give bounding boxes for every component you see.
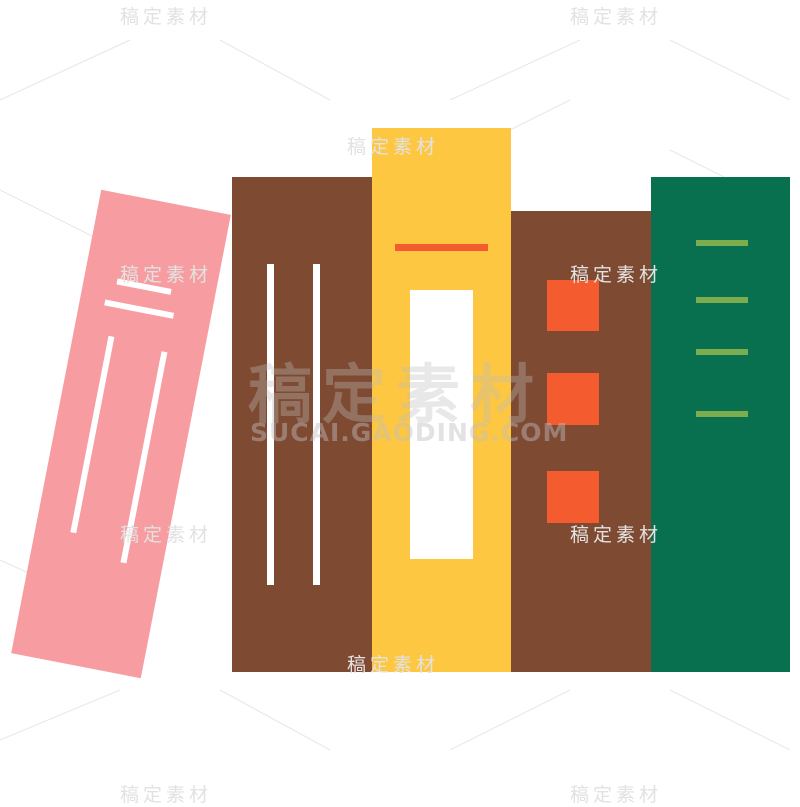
yellow-book bbox=[372, 128, 511, 672]
watermark-text: 稿定素材 bbox=[120, 264, 213, 286]
watermark-text: 稿定素材 bbox=[570, 6, 663, 28]
watermark-text: 稿定素材 bbox=[120, 784, 213, 806]
brown-book-stripe bbox=[313, 264, 320, 585]
green-book bbox=[651, 177, 790, 672]
watermark-text: 稿定素材 bbox=[347, 136, 440, 158]
watermark-text: 稿定素材 bbox=[120, 524, 213, 546]
watermark-text: 稿定素材 bbox=[570, 524, 663, 546]
green-book-stripe bbox=[696, 240, 748, 246]
pink-book-stripe bbox=[70, 335, 115, 534]
brown-book-orange-square bbox=[547, 280, 599, 331]
watermark-center-text: 稿定素材 bbox=[248, 359, 544, 433]
pink-book bbox=[11, 189, 231, 679]
brown-book-orange-square bbox=[547, 373, 599, 425]
pink-book-stripe bbox=[104, 299, 175, 319]
green-book-stripe bbox=[696, 297, 748, 303]
yellow-book-label bbox=[410, 290, 473, 559]
brown-book-left bbox=[232, 177, 372, 672]
watermark-text: 稿定素材 bbox=[570, 264, 663, 286]
pink-book-stripe bbox=[116, 278, 172, 295]
brown-book-stripe bbox=[267, 264, 274, 585]
yellow-book-red-bar bbox=[395, 244, 488, 251]
brown-book-orange-square bbox=[547, 471, 599, 523]
brown-book-right bbox=[511, 211, 651, 672]
watermark-text: 稿定素材 bbox=[347, 654, 440, 676]
green-book-stripe bbox=[696, 411, 748, 417]
watermark-text: 稿定素材 bbox=[570, 784, 663, 806]
watermark-text: 稿定素材 bbox=[120, 6, 213, 28]
green-book-stripe bbox=[696, 349, 748, 355]
pink-book-stripe bbox=[120, 351, 168, 564]
watermark-url: SUCAI.GAODING.COM bbox=[250, 418, 569, 447]
